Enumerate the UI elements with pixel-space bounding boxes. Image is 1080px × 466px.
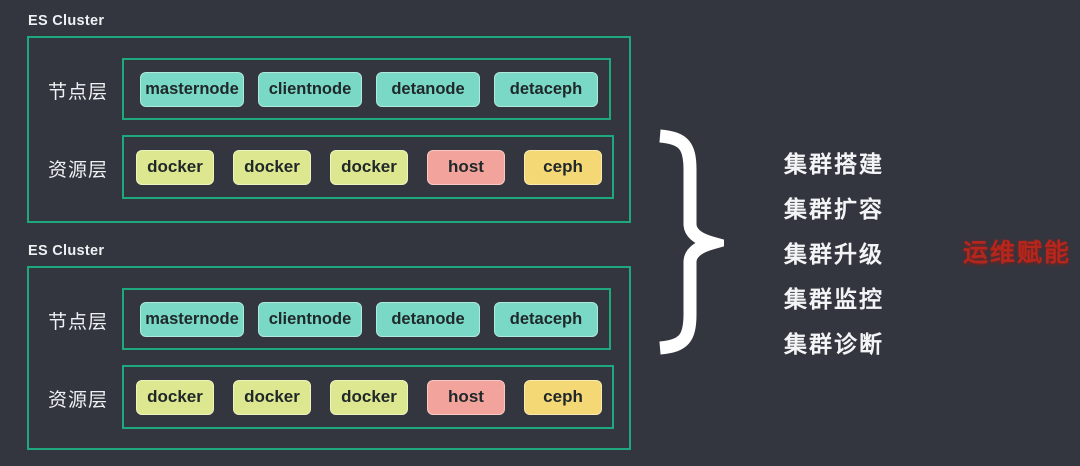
es-cluster-block-1: ES Cluster 节点层 masternode clientnode det… [27,13,633,223]
curly-brace-icon [659,129,724,355]
chip-host: host [427,149,505,185]
chip-detanode: detanode [376,301,480,337]
resource-layer-box: docker docker docker host ceph [122,135,614,199]
chip-ceph: ceph [524,149,602,185]
chip-docker: docker [330,379,408,415]
chip-docker: docker [233,379,311,415]
chip-detaceph: detaceph [494,71,598,107]
node-layer-label: 节点层 [48,82,109,103]
cluster-outer-box: 节点层 masternode clientnode detanode detac… [27,266,631,450]
chip-masternode: masternode [140,71,244,107]
node-layer-label: 节点层 [48,312,109,333]
chip-detaceph: detaceph [494,301,598,337]
chip-docker: docker [330,149,408,185]
capability-item-diagnose: 集群诊断 [784,331,884,357]
capability-item-monitor: 集群监控 [784,286,884,312]
chip-masternode: masternode [140,301,244,337]
cluster-title: ES Cluster [28,243,105,259]
chip-host: host [427,379,505,415]
chip-clientnode: clientnode [258,71,362,107]
cluster-outer-box: 节点层 masternode clientnode detanode detac… [27,36,631,223]
chip-detanode: detanode [376,71,480,107]
chip-clientnode: clientnode [258,301,362,337]
capability-item-scale: 集群扩容 [784,196,884,222]
node-layer-box: masternode clientnode detanode detaceph [122,288,611,350]
capability-list: 集群搭建 集群扩容 集群升级 集群监控 集群诊断 [784,151,884,357]
capability-item-build: 集群搭建 [784,151,884,177]
resource-layer-label: 资源层 [48,160,109,181]
chip-ceph: ceph [524,379,602,415]
resource-layer-label: 资源层 [48,390,109,411]
cluster-title: ES Cluster [28,13,105,29]
resource-layer-box: docker docker docker host ceph [122,365,614,429]
chip-docker: docker [233,149,311,185]
chip-docker: docker [136,379,214,415]
capability-item-upgrade: 集群升级 [784,241,884,267]
chip-docker: docker [136,149,214,185]
node-layer-box: masternode clientnode detanode detaceph [122,58,611,120]
ops-empowerment-label: 运维赋能 [963,239,1072,267]
es-cluster-block-2: ES Cluster 节点层 masternode clientnode det… [27,243,633,450]
